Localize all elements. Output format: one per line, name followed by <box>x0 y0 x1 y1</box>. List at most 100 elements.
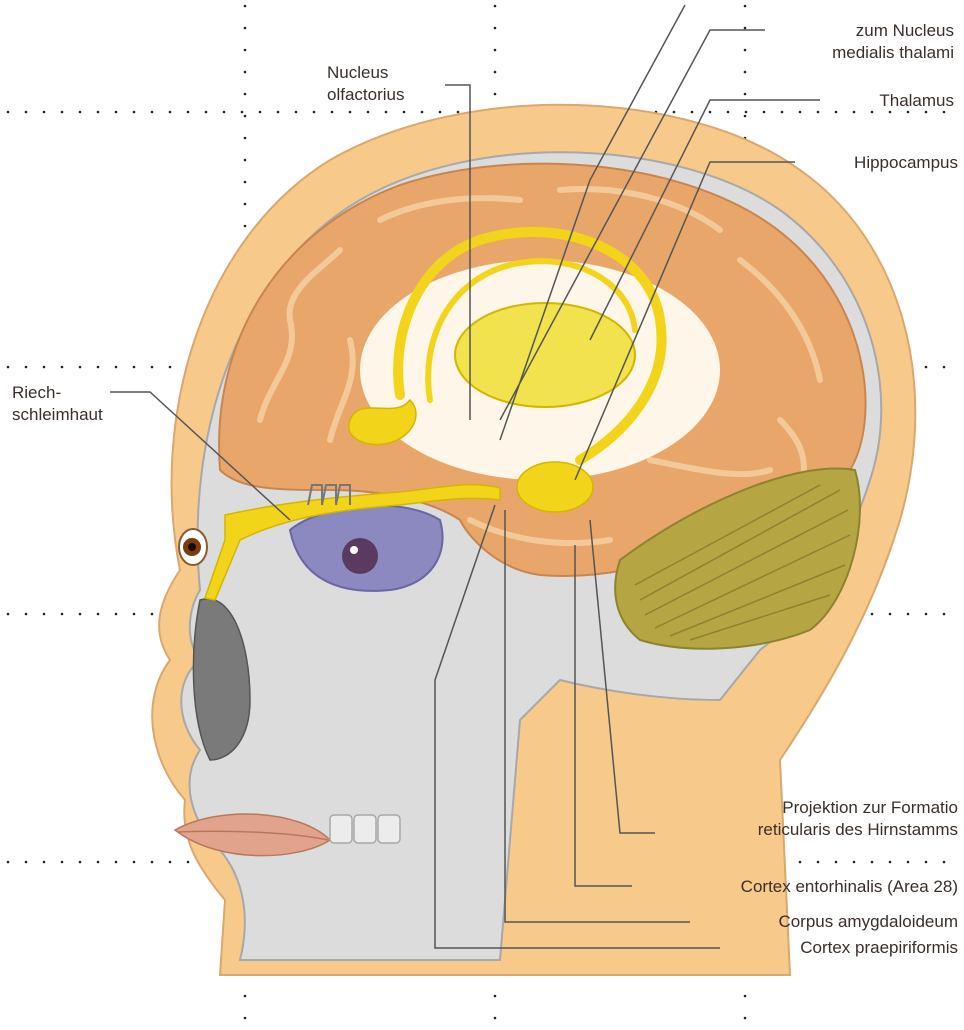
grid-dot <box>223 111 226 114</box>
grid-dot <box>744 27 747 30</box>
grid-dot <box>244 5 247 8</box>
grid-dot <box>115 861 118 864</box>
grid-dot <box>169 366 172 369</box>
grid-dot <box>871 613 874 616</box>
grid-dot <box>151 111 154 114</box>
grid-dot <box>943 613 946 616</box>
label-projektion-line1: Projektion zur Formatio <box>758 797 958 819</box>
grid-dot <box>25 366 28 369</box>
grid-dot <box>494 49 497 52</box>
grid-dot <box>241 111 244 114</box>
grid-dot <box>244 995 247 998</box>
grid-dot <box>744 49 747 52</box>
grid-dot <box>133 366 136 369</box>
grid-dot <box>79 111 82 114</box>
grid-dot <box>494 1017 497 1020</box>
label-riechschleimhaut-line2: schleimhaut <box>12 404 103 426</box>
grid-dot <box>673 111 676 114</box>
label-hippocampus: Hippocampus <box>854 152 958 174</box>
grid-dot <box>907 861 910 864</box>
grid-dot <box>244 1017 247 1020</box>
grid-dot <box>367 111 370 114</box>
label-nucleus-olfactorius-line1: Nucleus <box>327 62 404 84</box>
grid-dot <box>133 111 136 114</box>
grid-dot <box>115 366 118 369</box>
grid-dot <box>907 613 910 616</box>
label-riechschleimhaut: Riech- schleimhaut <box>12 382 103 426</box>
grid-dot <box>133 861 136 864</box>
grid-dot <box>169 861 172 864</box>
grid-dot <box>244 49 247 52</box>
grid-dot <box>943 366 946 369</box>
grid-dot <box>244 181 247 184</box>
label-thalamus: Thalamus <box>879 90 954 112</box>
grid-dot <box>835 861 838 864</box>
grid-dot <box>943 861 946 864</box>
grid-dot <box>79 861 82 864</box>
grid-dot <box>494 27 497 30</box>
grid-dot <box>7 111 10 114</box>
grid-dot <box>187 861 190 864</box>
grid-dot <box>871 861 874 864</box>
grid-dot <box>744 5 747 8</box>
grid-dot <box>799 111 802 114</box>
grid-dot <box>457 111 460 114</box>
label-zum-nucleus-line2: medialis thalami <box>832 42 954 64</box>
grid-dot <box>244 115 247 118</box>
grid-dot <box>43 111 46 114</box>
grid-dot <box>421 111 424 114</box>
grid-dot <box>709 111 712 114</box>
grid-dot <box>331 111 334 114</box>
label-riechschleimhaut-line1: Riech- <box>12 382 103 404</box>
grid-dot <box>817 861 820 864</box>
grid-dot <box>187 111 190 114</box>
grid-dot <box>744 995 747 998</box>
grid-dot <box>925 861 928 864</box>
grid-dot <box>244 27 247 30</box>
eye-highlight <box>350 546 358 554</box>
grid-dot <box>925 613 928 616</box>
grid-dot <box>799 861 802 864</box>
grid-dot <box>313 111 316 114</box>
grid-dot <box>244 71 247 74</box>
grid-dot <box>744 115 747 118</box>
grid-dot <box>97 613 100 616</box>
grid-dot <box>25 111 28 114</box>
grid-dot <box>295 111 298 114</box>
label-cortex-praepiriformis: Cortex praepiriformis <box>800 937 958 959</box>
amygdala-shape <box>517 462 593 512</box>
label-projektion-line2: reticularis des Hirnstamms <box>758 819 958 841</box>
grid-dot <box>151 366 154 369</box>
grid-dot <box>244 137 247 140</box>
grid-dot <box>853 111 856 114</box>
grid-dot <box>7 366 10 369</box>
grid-dot <box>79 613 82 616</box>
grid-dot <box>403 111 406 114</box>
grid-dot <box>169 111 172 114</box>
grid-dot <box>763 111 766 114</box>
grid-dot <box>259 111 262 114</box>
grid-dot <box>79 366 82 369</box>
grid-dot <box>61 366 64 369</box>
grid-dot <box>7 613 10 616</box>
grid-dot <box>151 861 154 864</box>
grid-dot <box>349 111 352 114</box>
grid-dot <box>205 111 208 114</box>
grid-dot <box>43 366 46 369</box>
grid-dot <box>61 613 64 616</box>
grid-dot <box>889 613 892 616</box>
grid-dot <box>277 111 280 114</box>
grid-dot <box>385 111 388 114</box>
label-zum-nucleus-line1: zum Nucleus <box>832 20 954 42</box>
grid-dot <box>97 861 100 864</box>
grid-dot <box>925 366 928 369</box>
teeth <box>330 815 400 843</box>
grid-dot <box>835 111 838 114</box>
pupil <box>188 543 196 551</box>
grid-dot <box>43 613 46 616</box>
thalamus-shape <box>455 303 635 407</box>
grid-dot <box>61 861 64 864</box>
label-cortex-entorhinalis: Cortex entorhinalis (Area 28) <box>741 876 958 898</box>
grid-dot <box>133 613 136 616</box>
grid-dot <box>115 111 118 114</box>
